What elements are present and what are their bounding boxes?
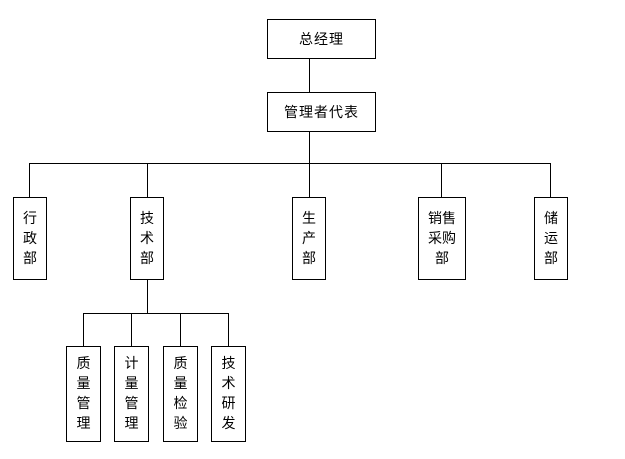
node-dept-storage: 储运部 [534,197,568,280]
connector-sub-3 [180,313,181,347]
node-sub-quality-management-label: 质量管理 [76,356,91,432]
connector-dept-production [309,163,310,198]
node-dept-sales-purchasing-label: 销售采购部 [427,210,456,267]
node-sub-quality-inspection: 质量检验 [163,346,198,442]
connector-sub-2 [131,313,132,347]
node-dept-admin: 行政部 [13,197,47,280]
node-sub-metrology-management: 计量管理 [114,346,149,442]
connector-dept-sales [441,163,442,198]
connector-dept-storage [550,163,551,198]
connector-tech-down [147,279,148,314]
node-sub-tech-rnd-label: 技术研发 [221,356,236,432]
connector-sub-1 [83,313,84,347]
node-management-representative-label: 管理者代表 [284,105,359,121]
connector-departments-bus [29,163,551,164]
node-dept-production-label: 生产部 [301,210,316,267]
node-dept-admin-label: 行政部 [22,210,37,267]
node-sub-tech-rnd: 技术研发 [211,346,246,442]
connector-sub-4 [228,313,229,347]
node-dept-storage-label: 储运部 [543,210,558,267]
node-sub-quality-management: 质量管理 [66,346,101,442]
node-management-representative: 管理者代表 [267,92,376,132]
connector-root-to-rep [309,58,310,93]
node-dept-sales-purchasing: 销售采购部 [418,197,466,280]
connector-dept-tech [147,163,148,198]
node-sub-metrology-management-label: 计量管理 [124,356,139,432]
node-sub-quality-inspection-label: 质量检验 [173,356,188,432]
node-dept-tech: 技术部 [130,197,164,280]
connector-dept-admin [29,163,30,198]
connector-rep-down [309,131,310,164]
node-dept-production: 生产部 [292,197,326,280]
node-dept-tech-label: 技术部 [139,210,154,267]
node-general-manager-label: 总经理 [299,32,344,48]
connector-subunits-bus [83,313,228,314]
node-general-manager: 总经理 [267,19,376,59]
